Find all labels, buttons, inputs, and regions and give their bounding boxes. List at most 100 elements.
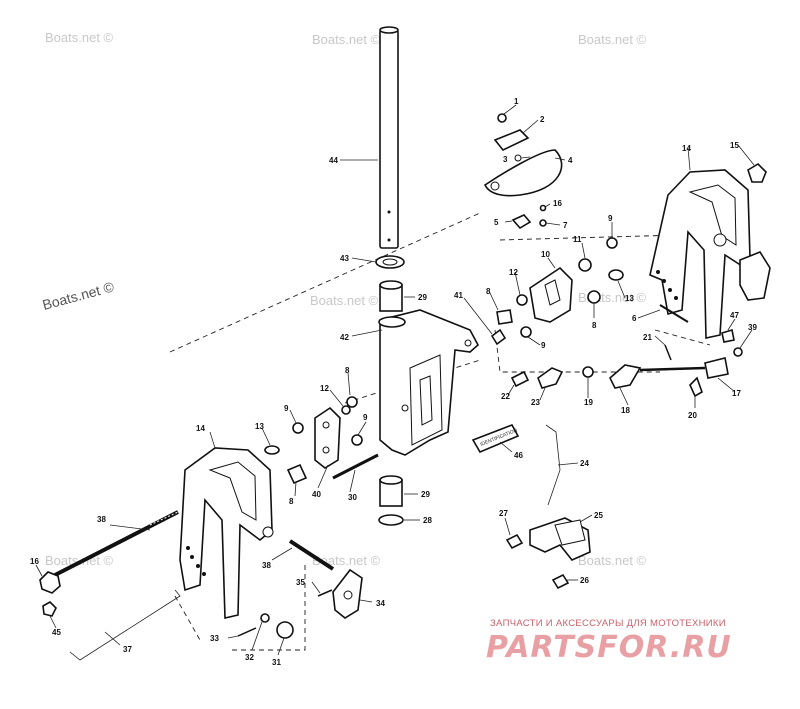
callout-5: 5 [494, 218, 499, 227]
part-26-nut [551, 573, 570, 590]
callout-12-right: 12 [509, 268, 518, 277]
callout-31: 31 [272, 658, 281, 667]
callout-34: 34 [376, 599, 385, 608]
part-25-grip [529, 517, 591, 561]
callout-8-lever: 8 [592, 321, 597, 330]
callout-7: 7 [563, 221, 568, 230]
callout-41: 41 [454, 291, 463, 300]
callout-10: 10 [541, 250, 550, 259]
callout-2: 2 [540, 115, 545, 124]
part-31-washer [276, 621, 294, 639]
callout-42: 42 [340, 333, 349, 342]
watermark-bottom-right: Boats.net © [578, 553, 647, 568]
part-23-lever [537, 367, 564, 389]
part-29-bushing-lower [379, 475, 403, 507]
callout-32: 32 [245, 653, 254, 662]
part-18-link [609, 364, 642, 389]
callout-29-upper: 29 [418, 293, 427, 302]
part-4-arm [483, 149, 563, 197]
callout-4: 4 [568, 156, 573, 165]
part-8-bolt-b [346, 396, 358, 408]
part-12-washer-b [516, 294, 528, 306]
callout-30: 30 [348, 493, 357, 502]
part-13-washer-b [608, 269, 624, 281]
callout-47: 47 [730, 311, 739, 320]
callout-12-left: 12 [320, 384, 329, 393]
callout-numbers: 44 43 42 29 29 28 1 2 3 4 16 7 5 10 11 1… [30, 97, 757, 667]
part-38-long-bolt [54, 510, 179, 577]
part-6-screw [659, 304, 689, 323]
part-37-rod [69, 589, 181, 661]
callout-29-lower: 29 [421, 490, 430, 499]
callout-8-left-top: 8 [345, 366, 350, 375]
part-40-plate [314, 406, 341, 469]
part-3-screw [514, 154, 522, 162]
callout-9-right: 9 [541, 341, 546, 350]
callout-37: 37 [123, 645, 132, 654]
part-9-nut-d [606, 237, 618, 249]
part-42-swivel-bracket [378, 309, 480, 456]
part-14-clamp-right [649, 169, 771, 339]
leader-lines [35, 104, 755, 656]
brand-logo: PARTSFOR.RU [486, 630, 732, 665]
part-5-nut [511, 214, 532, 230]
alignment-lines [169, 212, 711, 651]
part-16-nut [39, 571, 61, 594]
part-2-plate [493, 129, 530, 151]
part-44-tube [379, 26, 399, 249]
part-22-nut [510, 370, 530, 388]
callout-14-right: 14 [682, 144, 691, 153]
callout-28: 28 [423, 516, 432, 525]
callout-11: 11 [573, 235, 582, 244]
callout-25: 25 [594, 511, 603, 520]
callout-45: 45 [52, 628, 61, 637]
brand-caption: ЗАПЧАСТИ И АКСЕССУАРЫ ДЛЯ МОТОТЕХНИКИ [490, 618, 726, 629]
part-7-nut [539, 219, 547, 227]
part-8-bolt-c [496, 309, 513, 325]
part-16-small [539, 204, 547, 212]
part-24-rod [545, 424, 561, 506]
callout-24: 24 [580, 459, 589, 468]
callout-16-small: 16 [553, 199, 562, 208]
part-9-nut-b [351, 434, 363, 446]
callout-19: 19 [584, 398, 593, 407]
callout-15-right: 15 [730, 141, 739, 150]
part-39-nut [733, 347, 743, 357]
callout-33: 33 [210, 634, 219, 643]
part-41-spring [490, 328, 507, 346]
callout-16-left: 16 [30, 557, 39, 566]
part-30-pin [332, 453, 379, 480]
watermark-left: Boats.net © [41, 278, 117, 313]
part-9-nut-c [520, 326, 532, 338]
callout-20: 20 [688, 411, 697, 420]
part-20-pin [689, 376, 703, 398]
part-12-washer-a [341, 405, 351, 415]
part-14-clamp-left [179, 447, 274, 619]
part-19-washer [582, 366, 594, 378]
callout-26: 26 [580, 576, 589, 585]
callout-9-bracket: 9 [363, 413, 368, 422]
part-11-nut [578, 258, 592, 272]
callout-14-left: 14 [196, 424, 205, 433]
callout-44: 44 [329, 156, 338, 165]
callout-1: 1 [514, 97, 519, 106]
part-32-screw [260, 613, 270, 623]
part-35-pin [317, 589, 333, 597]
callout-8-left-bottom: 8 [289, 497, 294, 506]
callout-3: 3 [503, 155, 508, 164]
part-8-bolt-a [286, 463, 308, 485]
callout-9-left: 9 [284, 404, 289, 413]
watermark-mid: Boats.net © [310, 293, 379, 308]
callout-13-left: 13 [255, 422, 264, 431]
callout-13-right: 13 [625, 294, 634, 303]
brand-block: ЗАПЧАСТИ И АКСЕССУАРЫ ДЛЯ МОТОТЕХНИКИ PA… [486, 618, 732, 665]
callout-8-right: 8 [486, 287, 491, 296]
watermark-top-left: Boats.net © [45, 30, 114, 45]
callout-17: 17 [732, 389, 741, 398]
part-17-rod [639, 366, 706, 372]
part-33-pin [237, 627, 257, 637]
callout-18: 18 [621, 406, 630, 415]
part-27-nut [505, 533, 524, 550]
callout-6: 6 [632, 314, 637, 323]
